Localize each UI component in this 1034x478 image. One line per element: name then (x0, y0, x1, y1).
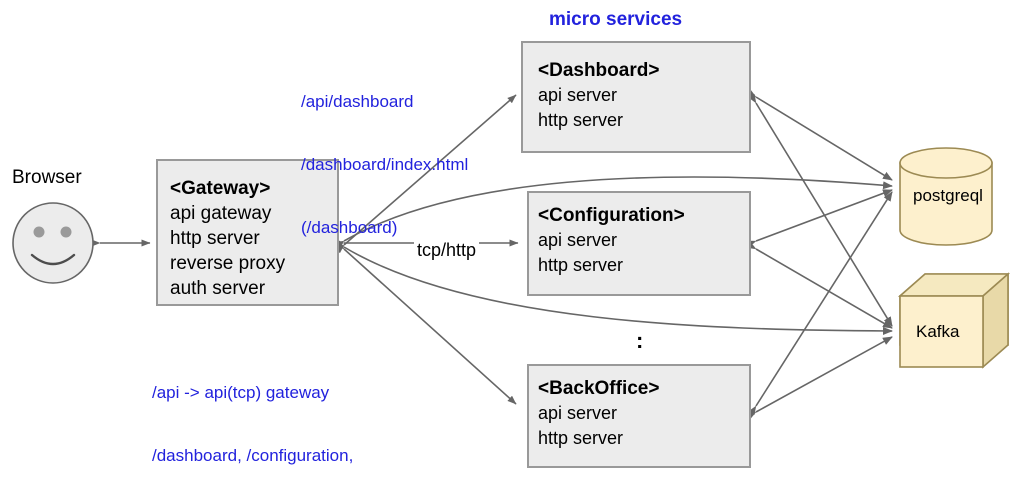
gateway-route-line-2: /dashboard, /configuration, (152, 446, 354, 465)
backoffice-box-text: <BackOffice> api server http server (538, 376, 659, 451)
dashboard-title: <Dashboard> (538, 60, 660, 81)
tcp-http-edge-label: tcp/http (414, 240, 480, 261)
dashboard-route-line-2: /dashboard/index.html (301, 155, 469, 174)
ellipsis-glyph: : (636, 328, 644, 353)
configuration-line-2: http server (538, 255, 624, 275)
backoffice-box (527, 364, 751, 468)
configuration-line-1: api server (538, 230, 618, 250)
browser-label: Browser (12, 167, 82, 188)
gateway-route-line-1: /api -> api(tcp) gateway (152, 383, 330, 402)
cube-icon (897, 272, 1011, 369)
kafka-label: Kafka (916, 322, 960, 341)
gateway-line-2: http server (170, 228, 260, 249)
gateway-line-3: reverse proxy (170, 253, 286, 274)
smiley-face-icon (12, 202, 94, 284)
edge-backoffice-kafka (746, 336, 893, 420)
postgreql-label: postgreql (913, 186, 983, 205)
gateway-title: <Gateway> (170, 178, 271, 199)
gateway-routes-note: /api -> api(tcp) gateway /dashboard, /co… (152, 340, 353, 478)
backoffice-line-1: api server (538, 403, 618, 423)
dashboard-route-line-1: /api/dashboard (301, 92, 414, 111)
backoffice-title: <BackOffice> (538, 378, 660, 399)
configuration-title: <Configuration> (538, 205, 685, 226)
micro-services-heading: micro services (549, 9, 683, 30)
dashboard-box-text: <Dashboard> api server http server (538, 58, 659, 133)
dashboard-box (521, 41, 751, 153)
dashboard-line-2: http server (538, 110, 624, 130)
gateway-box-text: <Gateway> api gateway http server revers… (170, 176, 285, 301)
configuration-box-text: <Configuration> api server http server (538, 203, 685, 278)
dashboard-route-line-3: (/dashboard) (301, 218, 398, 237)
gateway-line-1: api gateway (170, 203, 272, 224)
cylinder-icon (899, 147, 993, 246)
services-ellipsis: : (636, 306, 660, 376)
backoffice-line-2: http server (538, 428, 624, 448)
gateway-line-4: auth server (170, 278, 266, 299)
dashboard-line-1: api server (538, 85, 618, 105)
